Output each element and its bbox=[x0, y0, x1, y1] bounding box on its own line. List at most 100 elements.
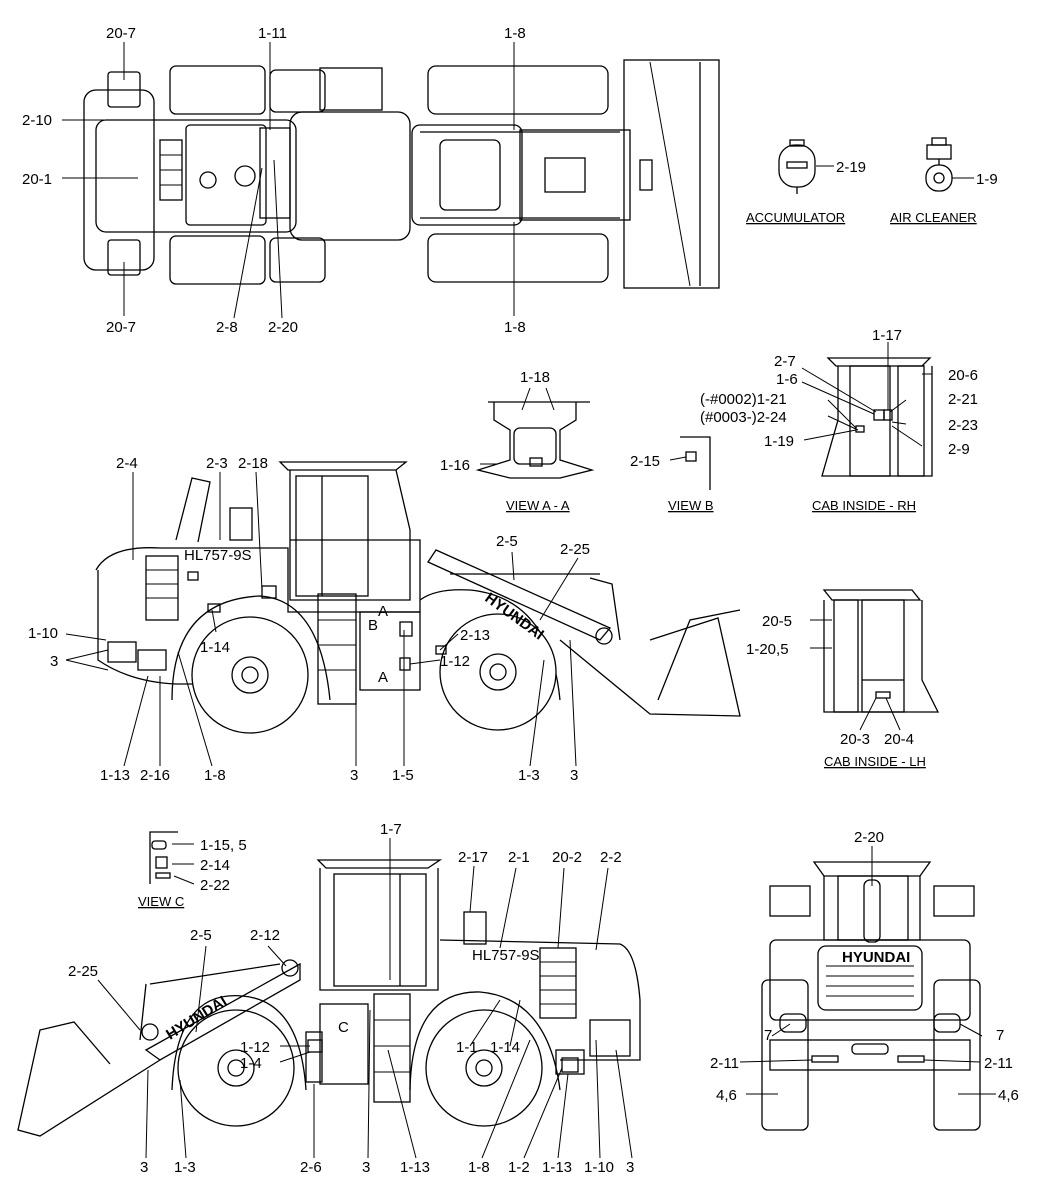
label-2-13: 2-13 bbox=[460, 627, 490, 644]
label-2-15: 2-15 bbox=[630, 453, 660, 470]
label-1-6: 1-6 bbox=[776, 371, 798, 388]
top-view bbox=[83, 59, 720, 289]
label-20-1: 20-1 bbox=[22, 171, 52, 188]
label-1-18: 1-18 bbox=[520, 369, 550, 386]
label-20-2: 20-2 bbox=[552, 849, 582, 866]
label-1-8-bottom: 1-8 bbox=[468, 1159, 490, 1176]
label-1-21: (-#0002)1-21 bbox=[700, 391, 787, 408]
label-2-9: 2-9 bbox=[948, 441, 970, 458]
view-b-drawing bbox=[680, 436, 711, 490]
label-1-11: 1-11 bbox=[258, 25, 287, 42]
label-20-7-bottom: 20-7 bbox=[106, 319, 136, 336]
label-20-7-top: 20-7 bbox=[106, 25, 136, 42]
label-20-3: 20-3 bbox=[840, 731, 870, 748]
label-4-6-right: 4,6 bbox=[998, 1087, 1019, 1104]
leader-lines bbox=[62, 42, 996, 1159]
label-1-16: 1-16 bbox=[440, 457, 470, 474]
label-2-6: 2-6 bbox=[300, 1159, 322, 1176]
label-1-14-left: 1-14 bbox=[200, 639, 230, 656]
label-1-20: 1-20,5 bbox=[746, 641, 789, 658]
label-1-8-left: 1-8 bbox=[204, 767, 226, 784]
label-3-bottom-3: 3 bbox=[626, 1159, 634, 1176]
label-1-17: 1-17 bbox=[872, 327, 902, 344]
label-1-13-bottom-2: 1-13 bbox=[542, 1159, 572, 1176]
caption-cab-inside-lh: CAB INSIDE - LH bbox=[824, 754, 926, 769]
label-2-24: (#0003-)2-24 bbox=[700, 409, 787, 426]
marker-a-lower: A bbox=[378, 669, 388, 686]
label-1-8-mid: 1-8 bbox=[504, 319, 526, 336]
label-1-10-bottom: 1-10 bbox=[584, 1159, 614, 1176]
cab-inside-rh-drawing bbox=[821, 357, 933, 477]
label-3-bottom-2: 3 bbox=[362, 1159, 370, 1176]
left-side-view: HL757-9S HYUNDAI C bbox=[17, 859, 641, 1137]
label-1-1: 1-1 bbox=[456, 1039, 478, 1056]
marker-a-upper: A bbox=[378, 603, 388, 620]
part-labels: 20-7 1-11 1-8 2-10 20-1 2-19 1-9 ACCUMUL… bbox=[22, 25, 1019, 1176]
label-7-right: 7 bbox=[996, 1027, 1004, 1044]
accumulator-drawing bbox=[778, 139, 816, 194]
label-2-23: 2-23 bbox=[948, 417, 978, 434]
label-1-12-bottom: 1-12 bbox=[240, 1039, 270, 1056]
label-1-4: 1-4 bbox=[240, 1055, 262, 1072]
label-2-11-left: 2-11 bbox=[710, 1055, 739, 1072]
label-2-4: 2-4 bbox=[116, 455, 138, 472]
label-3-bottom-1: 3 bbox=[140, 1159, 148, 1176]
label-3-left: 3 bbox=[50, 653, 58, 670]
label-2-18: 2-18 bbox=[238, 455, 268, 472]
label-2-1: 2-1 bbox=[508, 849, 530, 866]
view-a-a-drawing bbox=[475, 401, 595, 479]
label-1-13-left: 1-13 bbox=[100, 767, 130, 784]
label-1-2: 1-2 bbox=[508, 1159, 530, 1176]
rear-view: HYUNDAI bbox=[761, 861, 981, 1131]
label-1-13-bottom: 1-13 bbox=[400, 1159, 430, 1176]
label-2-12: 2-12 bbox=[250, 927, 280, 944]
caption-cab-inside-rh: CAB INSIDE - RH bbox=[812, 498, 916, 513]
label-2-19: 2-19 bbox=[836, 159, 866, 176]
label-1-15: 1-15, 5 bbox=[200, 837, 247, 854]
right-side-view: HL757-9S HYUNDAI B A A bbox=[95, 461, 741, 734]
model-decal: HL757-9S bbox=[184, 547, 252, 564]
label-2-10: 2-10 bbox=[22, 112, 52, 129]
label-2-5-bottom: 2-5 bbox=[190, 927, 212, 944]
label-2-16: 2-16 bbox=[140, 767, 170, 784]
label-1-5: 1-5 bbox=[392, 767, 414, 784]
label-2-8: 2-8 bbox=[216, 319, 238, 336]
label-1-12-right: 1-12 bbox=[440, 653, 470, 670]
label-2-20-rear: 2-20 bbox=[854, 829, 884, 846]
label-2-5-right: 2-5 bbox=[496, 533, 518, 550]
label-3-mid: 3 bbox=[350, 767, 358, 784]
caption-view-b: VIEW B bbox=[668, 498, 714, 513]
caption-view-c: VIEW C bbox=[138, 894, 184, 909]
label-1-9: 1-9 bbox=[976, 171, 998, 188]
cab-inside-lh-drawing bbox=[822, 589, 940, 713]
label-20-4: 20-4 bbox=[884, 731, 914, 748]
label-1-14-bottom: 1-14 bbox=[490, 1039, 520, 1056]
caption-accumulator: ACCUMULATOR bbox=[746, 210, 845, 225]
label-20-5: 20-5 bbox=[762, 613, 792, 630]
marker-c: C bbox=[338, 1019, 349, 1036]
label-7-left: 7 bbox=[764, 1027, 772, 1044]
label-2-11-right: 2-11 bbox=[984, 1055, 1013, 1072]
label-2-21: 2-21 bbox=[948, 391, 978, 408]
label-1-3-right: 1-3 bbox=[518, 767, 540, 784]
label-4-6-left: 4,6 bbox=[716, 1087, 737, 1104]
air-cleaner-drawing bbox=[925, 137, 953, 192]
marker-b: B bbox=[368, 617, 378, 634]
label-1-10-left: 1-10 bbox=[28, 625, 58, 642]
label-2-3: 2-3 bbox=[206, 455, 228, 472]
label-1-7: 1-7 bbox=[380, 821, 402, 838]
view-c-drawing bbox=[149, 831, 178, 884]
label-2-20-top: 2-20 bbox=[268, 319, 298, 336]
model-decal-left: HL757-9S bbox=[472, 947, 540, 964]
hyundai-decal-rear: HYUNDAI bbox=[842, 949, 910, 966]
caption-air-cleaner: AIR CLEANER bbox=[890, 210, 977, 225]
label-1-8-top: 1-8 bbox=[504, 25, 526, 42]
label-2-22: 2-22 bbox=[200, 877, 230, 894]
label-2-25-right: 2-25 bbox=[560, 541, 590, 558]
label-2-2: 2-2 bbox=[600, 849, 622, 866]
label-3-right: 3 bbox=[570, 767, 578, 784]
label-20-6: 20-6 bbox=[948, 367, 978, 384]
label-2-17: 2-17 bbox=[458, 849, 488, 866]
label-2-7: 2-7 bbox=[774, 353, 796, 370]
